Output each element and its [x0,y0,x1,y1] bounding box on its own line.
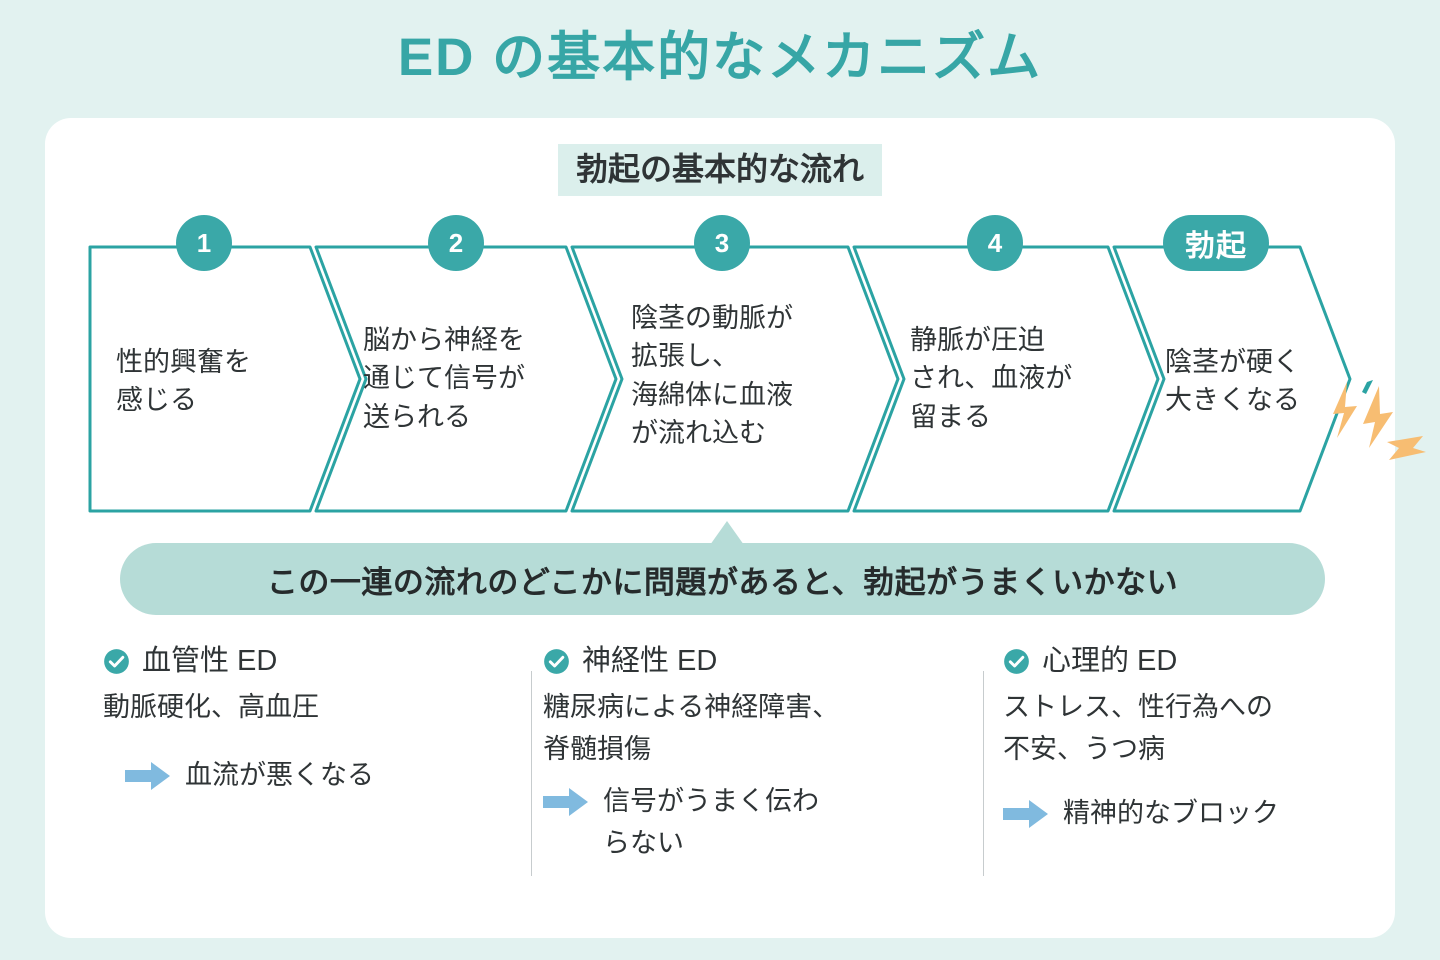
column-divider-1 [531,671,532,876]
chevron-step-1 [88,245,362,513]
cause-description: 動脈硬化、高血圧 [103,692,319,723]
cause-effect-text: 血流が悪くなる [185,760,374,791]
chevron-step-2 [314,245,618,513]
cause-effect: 血流が悪くなる [103,755,503,797]
step-text-4: 静脈が圧迫 され、血液が 留まる [910,325,1073,432]
step-text-1: 性的興奮を 感じる [116,347,251,416]
callout-text: この一連の流れのどこかに問題があると、勃起がうまくいかない [266,564,1179,600]
cause-column-psychogenic: 心理的 ED ストレス、性行為への 不安、うつ病 精神的なブロック [1003,643,1363,835]
step-number-badge-4: 4 [967,215,1023,271]
cause-header: 血管性 ED [103,643,503,679]
step-number-badge-1: 1 [176,215,232,271]
step-number-badge-2: 2 [428,215,484,271]
step-number-badge-3: 3 [694,215,750,271]
right-arrow-icon [125,762,170,791]
cause-effect-text: 精神的なブロック [1063,797,1279,828]
cause-title: 心理的 ED [1042,645,1178,677]
chevron-step-3 [570,245,900,513]
cause-column-neurogenic: 神経性 ED 糖尿病による神経障害、 脊髄損傷 信号がうまく伝わ らない [543,643,963,865]
column-divider-2 [983,671,984,876]
step-text-2: 脳から神経を 通じて信号が 送られる [363,325,525,432]
cause-description: 糖尿病による神経障害、 脊髄損傷 [543,692,840,765]
step-text-result: 陰茎が硬く 大きくなる [1165,347,1300,416]
cause-title: 神経性 ED [582,645,718,677]
check-circle-icon [1004,648,1029,674]
ed-causes-section: 血管性 ED 動脈硬化、高血圧 血流が悪くなる 神経性 ED [103,643,1343,923]
cause-effect-text: 信号がうまく伝わ らない [603,785,819,858]
page-title: ED の基本的なメカニズム [397,28,1043,87]
right-arrow-icon [1003,799,1048,828]
cause-column-vascular: 血管性 ED 動脈硬化、高血圧 血流が悪くなる [103,643,503,797]
subtitle-container: 勃起の基本的な流れ [45,144,1395,196]
chevron-result [1112,245,1352,513]
right-arrow-icon [543,787,588,816]
check-circle-icon [104,648,129,674]
cause-header: 心理的 ED [1003,643,1363,679]
check-circle-icon [544,648,569,674]
step-text-3: 陰茎の動脈が 拡張し、 海綿体に血液 が流れ込む [631,303,793,448]
cause-description: ストレス、性行為への 不安、うつ病 [1003,692,1273,765]
cause-effect: 精神的なブロック [1003,793,1363,835]
chevron-step-4 [852,245,1160,513]
callout-banner: この一連の流れのどこかに問題があると、勃起がうまくいかない [120,543,1325,615]
erection-flow-diagram: 1 2 3 4 勃起 性的興奮を 感じる 脳から神経を 通じて信号が 送られる … [88,215,1353,515]
flow-chevrons-svg [88,245,1352,513]
result-badge: 勃起 [1163,215,1269,271]
cause-effect: 信号がうまく伝わ らない [543,781,963,865]
cause-title: 血管性 ED [142,645,278,677]
flow-subtitle: 勃起の基本的な流れ [557,144,882,196]
cause-header: 神経性 ED [543,643,963,679]
content-card: 勃起の基本的な流れ 1 2 3 [45,118,1426,938]
callout-pointer [710,521,744,545]
